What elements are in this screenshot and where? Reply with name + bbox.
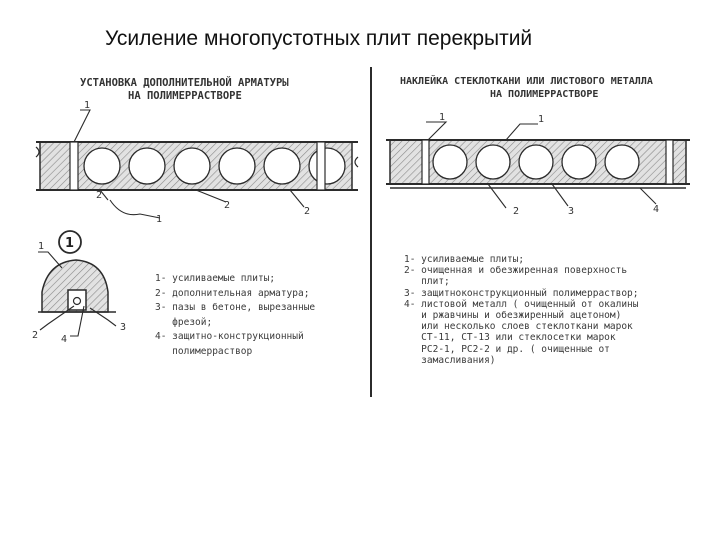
- detail-callout-3: 3: [120, 322, 126, 333]
- left-legend: 1- усиливаемые плиты; 2- дополнительная …: [155, 272, 315, 359]
- slab-void: [432, 144, 468, 180]
- left-callout-2c: 2: [304, 206, 310, 217]
- slab-void: [218, 147, 256, 185]
- right-legend-item: СТ-11, СТ-13 или стеклосетки марок: [404, 332, 616, 344]
- left-legend-item: 1- усиливаемые плиты;: [155, 273, 276, 284]
- left-heading-line1: УСТАНОВКА ДОПОЛНИТЕЛЬНОЙ АРМАТУРЫ: [80, 76, 289, 89]
- page-title: Усиление многопустотных плит перекрытий: [105, 27, 533, 50]
- slab-void: [604, 144, 640, 180]
- right-legend-item: плит;: [404, 276, 450, 288]
- slab-void: [263, 147, 301, 185]
- right-legend-item: 4- листовой металл ( очищенный от окалин…: [404, 298, 639, 310]
- left-legend-item: 4- защитно-конструкционный: [155, 331, 304, 342]
- left-callout-2a: 2: [96, 190, 102, 201]
- right-legend-item: 2- очищенная и обезжиренная поверхность: [404, 265, 628, 277]
- scanned-drawing: УСТАНОВКА ДОПОЛНИТЕЛЬНОЙ АРМАТУРЫ НА ПОЛ…: [28, 62, 693, 407]
- slab-void: [561, 144, 597, 180]
- slab-void: [308, 147, 346, 185]
- left-callout-2b: 2: [224, 200, 230, 211]
- right-legend: 1- усиливаемые плиты; 2- очищенная и обе…: [404, 254, 639, 366]
- right-heading-line2: НА ПОЛИМЕРРАСТВОРЕ: [490, 89, 598, 100]
- right-callout-2: 2: [513, 206, 519, 217]
- detail-callout-1: 1: [38, 241, 44, 252]
- left-legend-item: фрезой;: [155, 316, 213, 328]
- right-legend-item: 3- защитноконструкционный полимерраствор…: [404, 287, 639, 299]
- left-callout-1: 1: [84, 100, 90, 111]
- right-legend-item: замасливания): [404, 354, 496, 366]
- right-legend-item: или несколько слоев стеклоткани марок: [404, 321, 633, 333]
- left-callout-1b: 1: [156, 214, 162, 225]
- detail-1-drawing: [38, 230, 117, 337]
- left-callout-lines: [73, 109, 305, 219]
- right-callout-3: 3: [568, 206, 574, 217]
- left-legend-item: полимерраствор: [155, 345, 253, 357]
- slab-void: [83, 147, 121, 185]
- slab-void: [475, 144, 511, 180]
- detail-number: 1: [65, 236, 74, 251]
- slab-void: [518, 144, 554, 180]
- right-callout-1a: 1: [439, 112, 445, 123]
- right-legend-item: РС2-1, РС2-2 и др. ( очищенные от: [404, 343, 610, 355]
- right-callout-lines: [426, 121, 657, 209]
- right-legend-item: и ржавчины и обезжиренный ацетоном): [404, 310, 622, 322]
- right-callout-4: 4: [653, 204, 659, 215]
- left-legend-item: 2- дополнительная арматура;: [155, 287, 310, 299]
- right-legend-item: 1- усиливаемые плиты;: [404, 254, 525, 265]
- right-heading-line1: НАКЛЕЙКА СТЕКЛОТКАНИ ИЛИ ЛИСТОВОГО МЕТАЛ…: [400, 74, 653, 87]
- left-heading-line2: НА ПОЛИМЕРРАСТВОРЕ: [128, 90, 242, 102]
- detail-callout-4: 4: [61, 334, 67, 345]
- right-callout-1b: 1: [538, 114, 544, 125]
- left-legend-item: 3- пазы в бетоне, вырезанные: [155, 302, 316, 313]
- drawing-svg: УСТАНОВКА ДОПОЛНИТЕЛЬНОЙ АРМАТУРЫ НА ПОЛ…: [32, 67, 690, 397]
- right-slab: [386, 139, 690, 189]
- left-slab: [35, 141, 359, 191]
- slab-void: [128, 147, 166, 185]
- detail-callout-2: 2: [32, 330, 38, 341]
- slab-void: [173, 147, 211, 185]
